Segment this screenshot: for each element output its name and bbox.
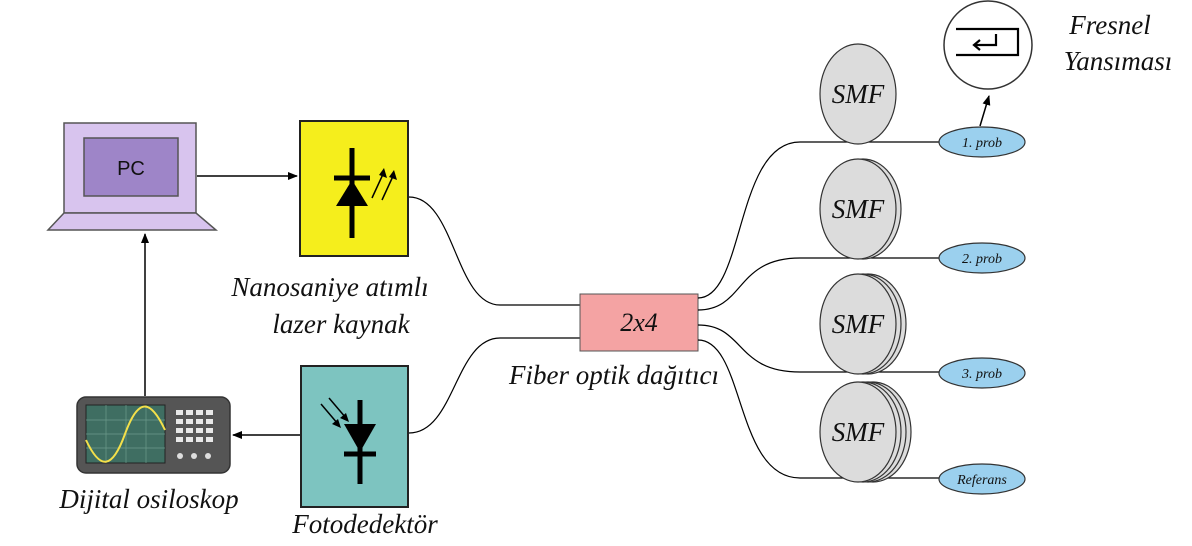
smf-label-4: SMF: [832, 417, 885, 447]
scope-knobs: [177, 453, 211, 459]
photodiode-icon: [320, 397, 376, 484]
scope-waveform: [85, 405, 166, 463]
fresnel-label-line1: Fresnel: [1068, 10, 1150, 40]
fresnel-reflection: [943, 0, 1033, 90]
probe-label-2: 2. prob: [962, 252, 1002, 267]
fiber-branch-4: [697, 339, 942, 479]
splitter-box: [579, 293, 699, 352]
splitter-caption: Fiber optik dağıtıcı: [508, 360, 719, 390]
pc-laptop: PC: [46, 122, 219, 231]
probe-label-3: 3. prob: [961, 367, 1002, 382]
pc-screen: [83, 137, 179, 197]
splitter-label: 2x4: [620, 308, 658, 337]
photodetector: [300, 365, 409, 508]
laser-label-line2: lazer kaynak: [272, 309, 410, 339]
scope-keypad: [176, 410, 213, 442]
detector-fiber: [408, 337, 580, 434]
probe-reference: Referans: [938, 463, 1026, 495]
probe-label-1: 1. prob: [962, 136, 1002, 151]
oscilloscope-label: Dijital osiloskop: [58, 484, 238, 514]
smf-label-1: SMF: [832, 79, 885, 109]
smf-label-2: SMF: [832, 194, 885, 224]
laser-label-line1: Nanosaniye atımlı: [230, 272, 428, 302]
oscilloscope: [76, 396, 231, 474]
laser-diode-icon: [334, 148, 397, 238]
smf-spool-1: SMF: [819, 43, 897, 145]
smf-spool-3: SMF: [819, 273, 907, 375]
reflection-icon: [956, 27, 1020, 57]
fiber-branch-3: [697, 324, 942, 373]
probe-3: 3. prob: [938, 357, 1026, 389]
probe-label-reference: Referans: [956, 473, 1007, 488]
probe-2: 2. prob: [938, 242, 1026, 274]
pc-keyboard: [46, 212, 219, 231]
splitter: 2x4: [579, 293, 699, 352]
laser-fiber: [408, 196, 580, 306]
smf-label-3: SMF: [832, 309, 885, 339]
laser-source: [299, 120, 409, 257]
fiber-branch-2: [697, 257, 942, 311]
pc-label: PC: [117, 158, 145, 180]
fresnel-label-line2: Yansıması: [1064, 46, 1173, 76]
photodetector-label: Fotodedektör: [291, 509, 438, 539]
smf-spool-4: SMF: [819, 381, 912, 483]
probe-1: 1. prob: [938, 126, 1026, 158]
fiber-branch-1: [697, 141, 942, 299]
smf-spool-2: SMF: [819, 158, 902, 260]
probe-to-fresnel-arrow: [979, 95, 991, 127]
